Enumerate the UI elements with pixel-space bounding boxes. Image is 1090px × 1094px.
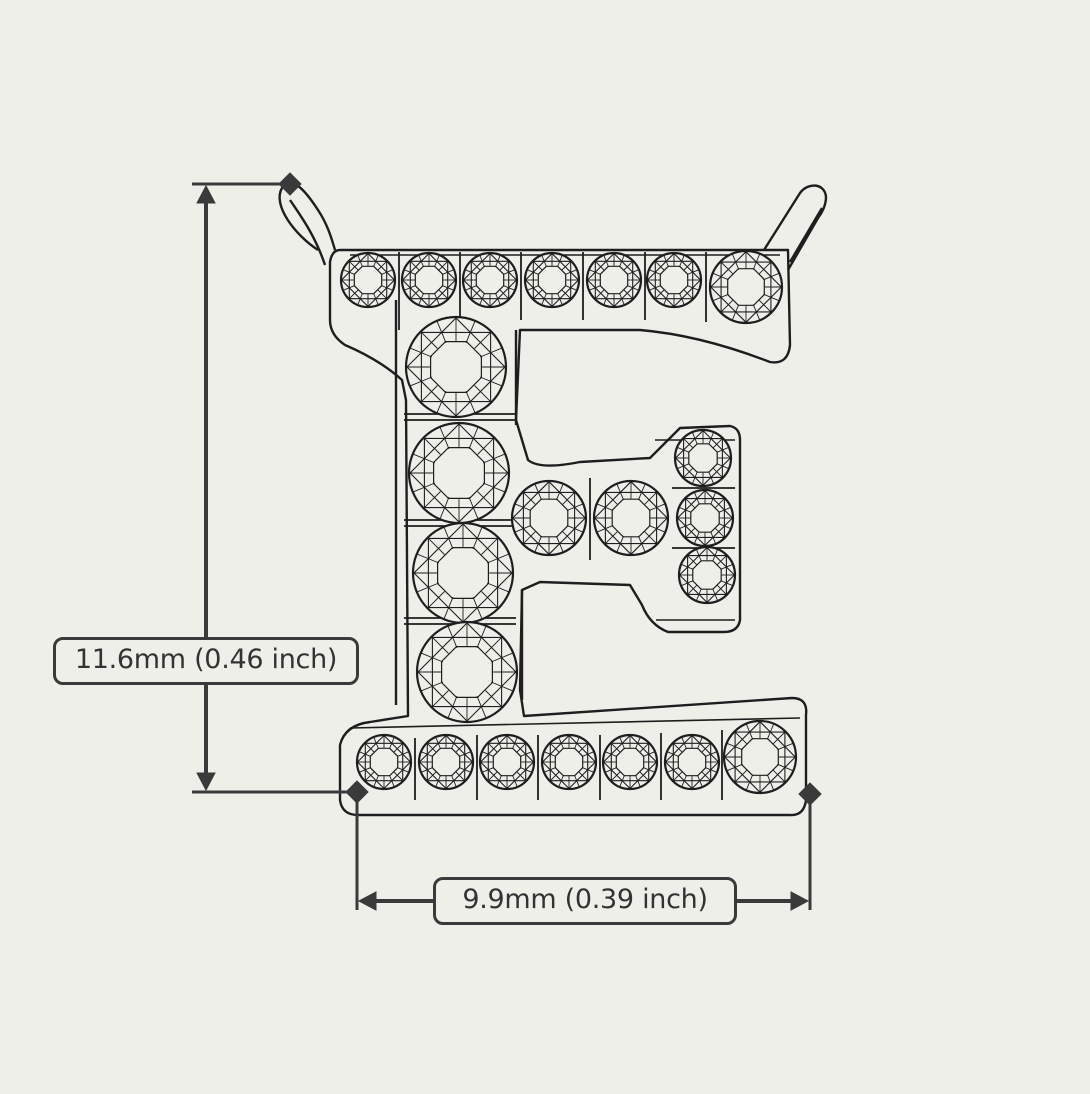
round-stone-icon xyxy=(722,719,798,795)
arrow-up-icon xyxy=(196,184,216,204)
round-stone-icon xyxy=(478,733,536,791)
round-stone-icon xyxy=(585,251,643,309)
round-stone-icon xyxy=(461,251,519,309)
round-stone-icon xyxy=(663,733,721,791)
left-bail xyxy=(278,181,337,266)
round-stone-icon xyxy=(355,733,413,791)
round-stone-icon xyxy=(404,315,508,419)
round-stone-icon xyxy=(339,251,397,309)
round-stone-icon xyxy=(540,733,598,791)
round-stone-icon xyxy=(645,251,703,309)
right-anchor-diamond-icon xyxy=(798,782,822,806)
round-stone-icon xyxy=(400,251,458,309)
top-anchor-diamond-icon xyxy=(278,172,302,196)
left-anchor-diamond-icon xyxy=(345,780,369,804)
round-stone-icon xyxy=(510,479,588,557)
round-stone-icon xyxy=(708,249,784,325)
round-stone-icon xyxy=(407,421,511,525)
round-stone-icon xyxy=(673,428,733,488)
arrow-left-icon xyxy=(357,891,377,911)
round-stone-icon xyxy=(592,479,670,557)
round-stone-icon xyxy=(677,545,737,605)
height-dimension-label: 11.6mm (0.46 inch) xyxy=(53,637,359,685)
round-stone-icon xyxy=(411,521,515,625)
right-bail xyxy=(762,184,828,271)
round-stone-icon xyxy=(601,733,659,791)
round-stone-icon xyxy=(523,251,581,309)
round-stone-icon xyxy=(675,488,735,548)
stones-group xyxy=(339,249,798,795)
arrow-down-icon xyxy=(196,772,216,792)
round-stone-icon xyxy=(415,620,519,724)
round-stone-icon xyxy=(417,733,475,791)
arrow-right-icon xyxy=(790,891,810,911)
width-dimension-label: 9.9mm (0.39 inch) xyxy=(433,877,737,925)
